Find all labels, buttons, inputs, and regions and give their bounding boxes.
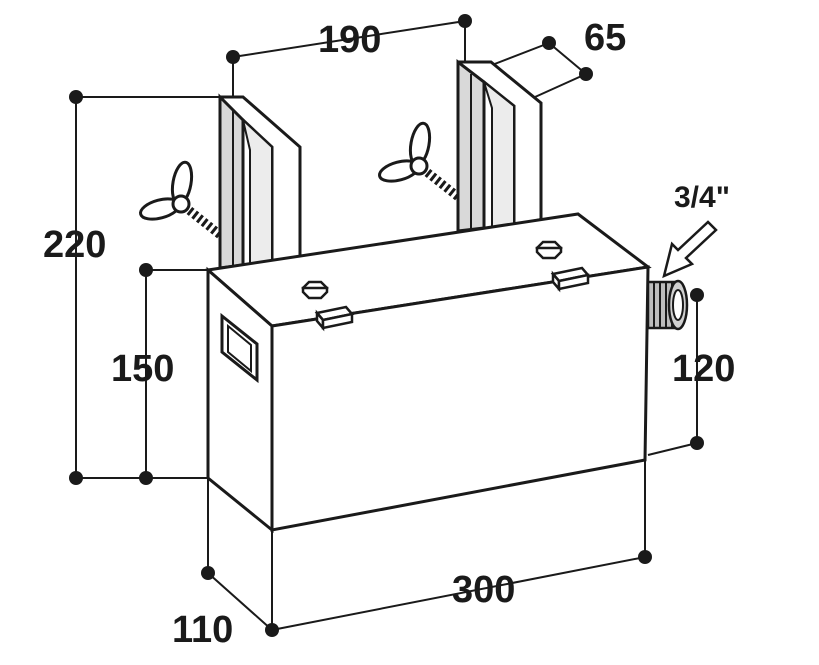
- hex-nut-right: [535, 240, 563, 260]
- label-depth-top: 65: [584, 17, 626, 59]
- label-length: 300: [452, 569, 515, 611]
- clip-left: [314, 305, 355, 332]
- clip-right: [550, 266, 591, 293]
- wing-bolt-right: [378, 121, 465, 204]
- outlet-fitting: [646, 279, 689, 331]
- dimension-lines: [69, 14, 704, 637]
- bracket-right: [456, 58, 554, 235]
- label-height-box: 150: [111, 348, 174, 390]
- label-depth: 110: [172, 609, 233, 651]
- thread-arrow: [662, 220, 718, 279]
- hex-nut-left: [301, 280, 329, 300]
- tank-front-face: [270, 265, 650, 532]
- label-width-top: 190: [318, 19, 381, 61]
- label-height-total: 220: [43, 224, 106, 266]
- bracket-left: [218, 93, 313, 272]
- dimension-labels: 190 65 220 150 120 300 110 3/4": [43, 17, 735, 651]
- label-thread-size: 3/4": [674, 181, 730, 214]
- tank-box: [204, 212, 652, 534]
- wing-bolt-left: [139, 160, 227, 242]
- label-height-outlet: 120: [672, 348, 735, 390]
